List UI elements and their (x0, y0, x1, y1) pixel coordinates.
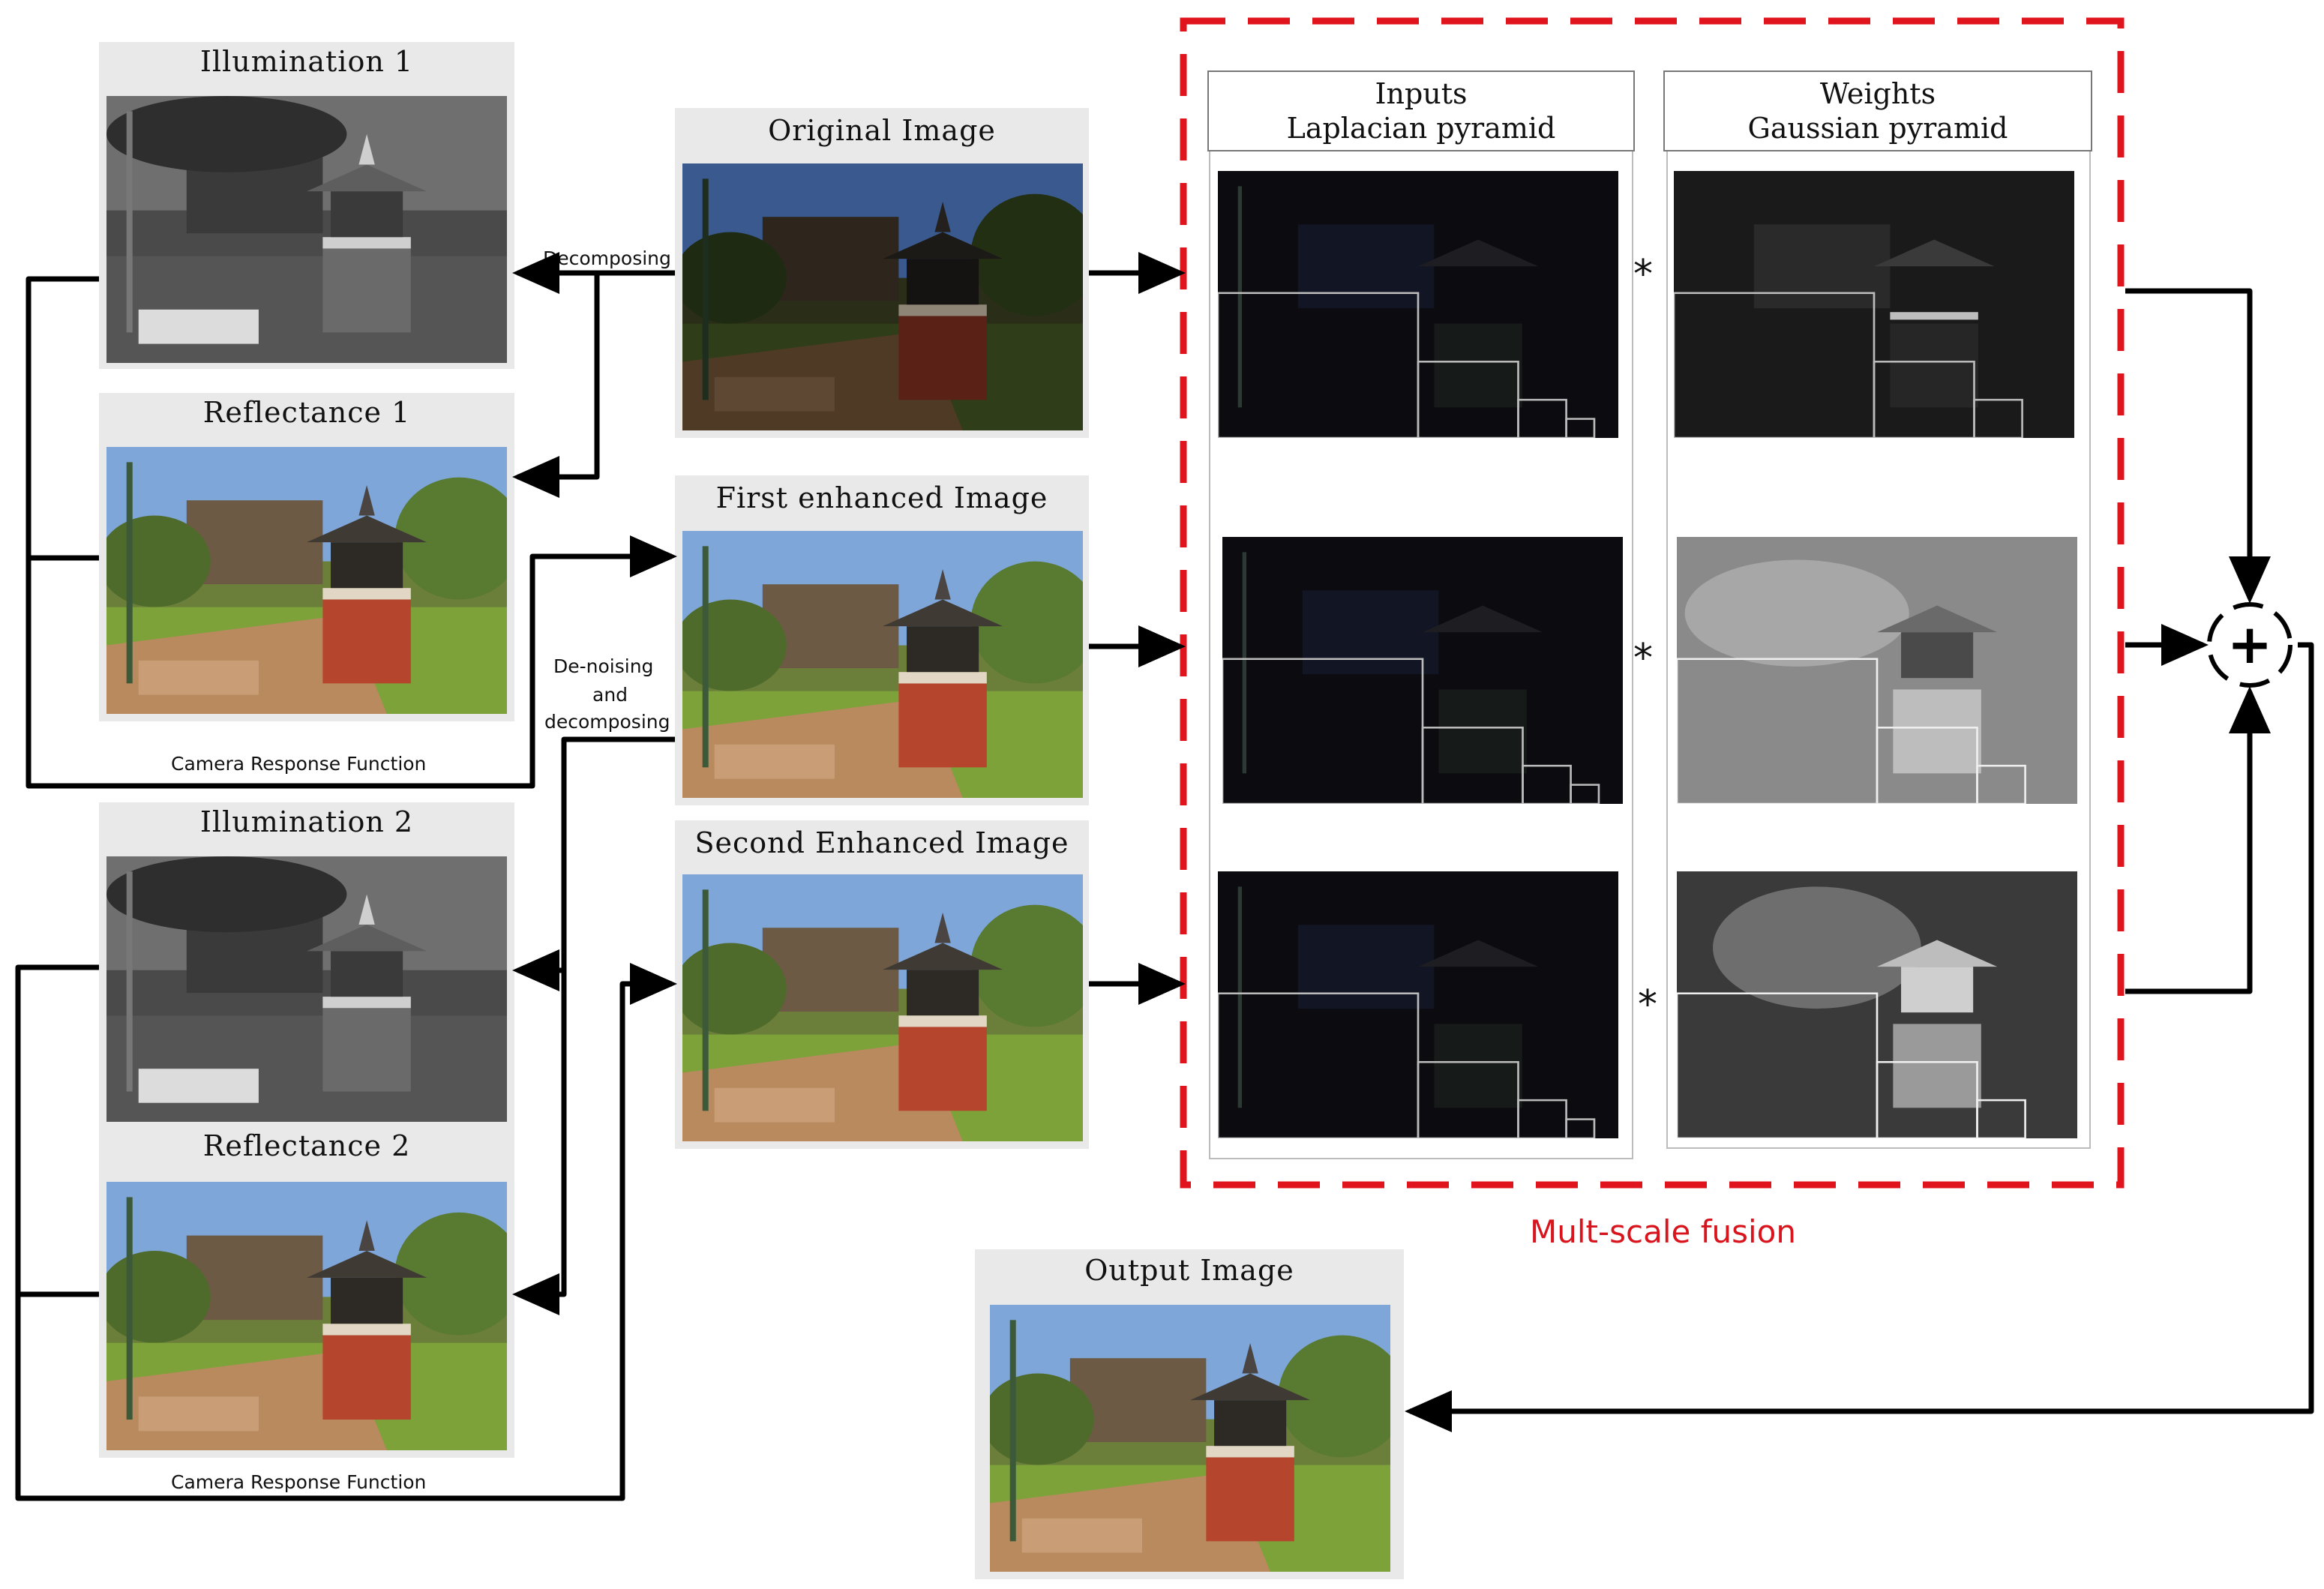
weights-header: Weights Gaussian pyramid (1663, 70, 2092, 151)
illumination1-panel: Illumination 1 (99, 42, 514, 369)
original-title: Original Image (768, 114, 996, 147)
weights-header-line2: Gaussian pyramid (1747, 112, 2008, 145)
camera-response-function-2: Camera Response Function (171, 1471, 427, 1493)
weights-header-line1: Weights (1819, 77, 1936, 110)
reflectance2-panel: Reflectance 2 (99, 1129, 514, 1458)
camera-response-function-1: Camera Response Function (171, 753, 427, 775)
denoising-label-line1: De-noising (553, 655, 654, 677)
multiply-symbol-3: * (1638, 982, 1657, 1027)
sum-circle (2207, 602, 2293, 688)
illumination2-panel: Illumination 2 (99, 802, 514, 1129)
first-enhanced-panel: First enhanced Image (675, 475, 1089, 805)
reflectance1-panel: Reflectance 1 (99, 393, 514, 721)
second-enhanced-title: Second Enhanced Image (694, 826, 1069, 859)
multiply-symbol-2: * (1633, 636, 1653, 681)
denoising-label-line2: and (592, 684, 628, 706)
reflectance2-title: Reflectance 2 (202, 1129, 411, 1162)
multiscale-fusion-title: Mult-scale fusion (1530, 1213, 1796, 1250)
illumination1-title: Illumination 1 (199, 45, 414, 78)
inputs-header-line2: Laplacian pyramid (1286, 112, 1556, 145)
illumination2-title: Illumination 2 (199, 805, 414, 838)
first-enhanced-title: First enhanced Image (715, 481, 1048, 514)
reflectance1-title: Reflectance 1 (202, 396, 411, 429)
original-panel: Original Image (675, 108, 1089, 438)
sum-plus-symbol: + (2227, 613, 2272, 676)
fusion-frame (1180, 17, 2125, 1189)
decomposing-label: Decomposing (543, 247, 671, 269)
inputs-header-line1: Inputs (1375, 77, 1468, 110)
multiply-symbol-1: * (1633, 252, 1653, 297)
output-panel: Output Image (975, 1249, 1404, 1579)
second-enhanced-panel: Second Enhanced Image (675, 820, 1089, 1149)
denoising-label-line3: decomposing (544, 711, 670, 733)
inputs-header: Inputs Laplacian pyramid (1207, 70, 1635, 151)
output-title: Output Image (1084, 1254, 1294, 1287)
